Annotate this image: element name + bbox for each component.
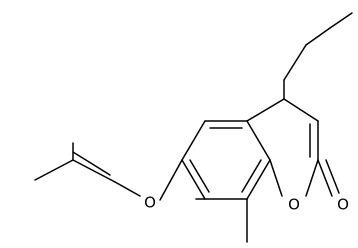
bond xyxy=(181,120,206,161)
ring-oxygen-label: O xyxy=(288,196,300,214)
bond xyxy=(246,159,271,200)
carbonyl-oxygen-label: O xyxy=(337,196,349,214)
bond xyxy=(241,159,262,193)
bond xyxy=(72,151,111,176)
bond xyxy=(34,159,74,181)
bond xyxy=(246,98,285,122)
bond xyxy=(305,159,319,197)
bond xyxy=(159,159,183,201)
bond xyxy=(317,159,333,197)
ether-oxygen-label: O xyxy=(144,194,156,212)
bond xyxy=(283,44,307,81)
bond xyxy=(305,27,331,46)
bond xyxy=(114,181,141,197)
atom-labels: O O O xyxy=(144,194,349,214)
bond xyxy=(325,159,340,194)
bond xyxy=(189,159,210,193)
bond xyxy=(181,159,206,200)
bond xyxy=(72,159,116,183)
bond xyxy=(246,120,271,161)
bond xyxy=(329,12,353,29)
bond xyxy=(283,98,319,122)
bonds xyxy=(34,12,353,243)
bond xyxy=(269,159,283,197)
